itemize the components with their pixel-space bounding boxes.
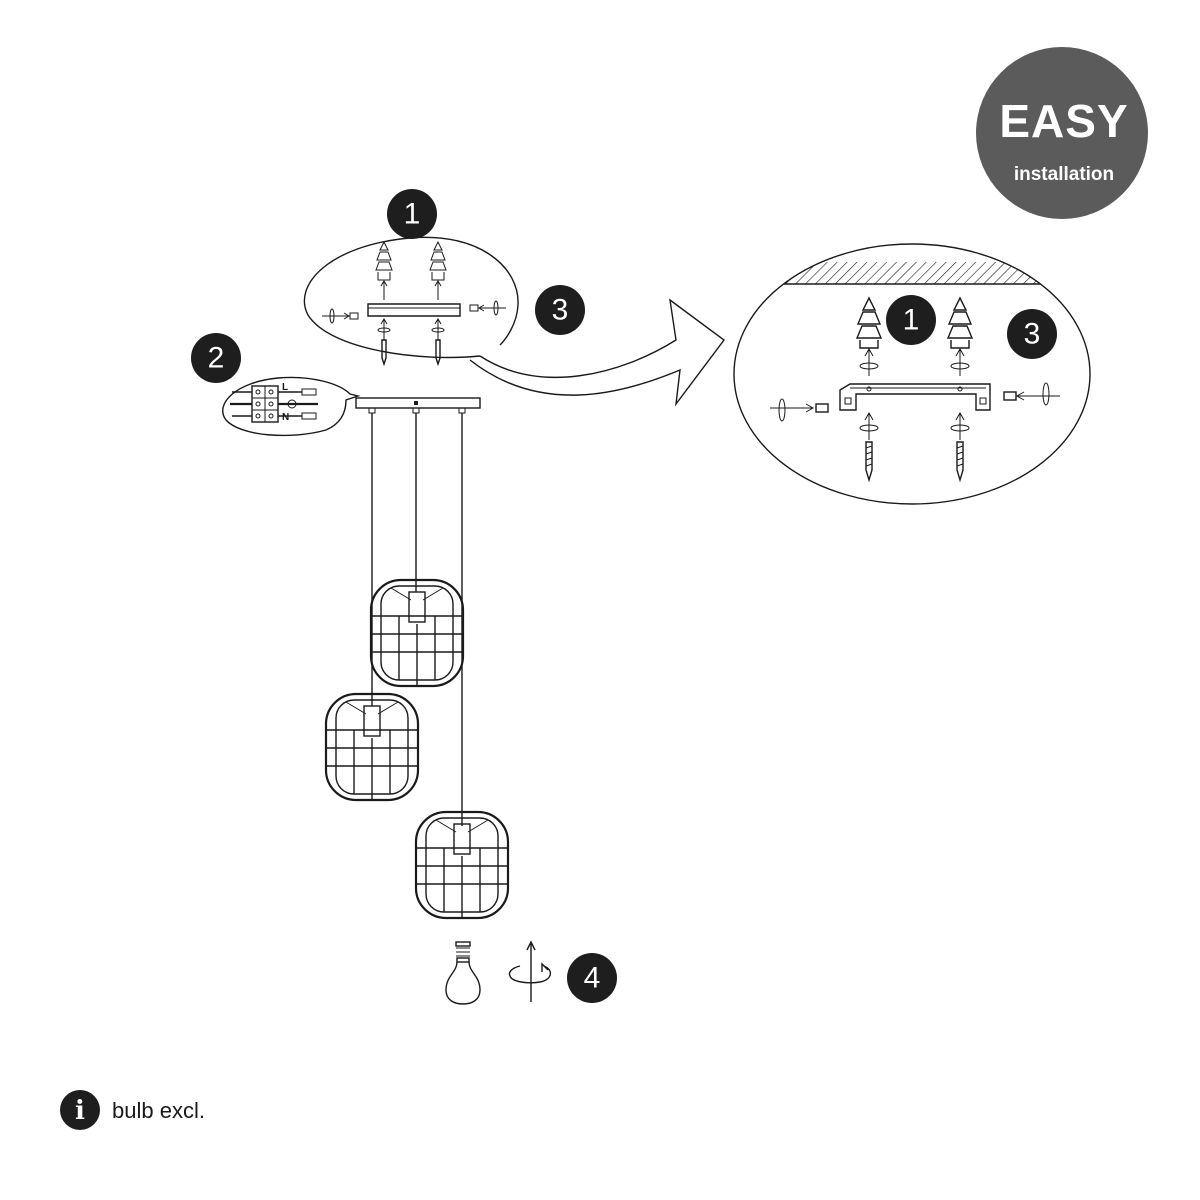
wire-label-live: L bbox=[282, 382, 288, 393]
side-screw-icon bbox=[1003, 382, 1060, 406]
easy-badge-circle bbox=[976, 47, 1148, 219]
easy-installation-badge: EASY installation bbox=[976, 47, 1148, 219]
svg-text:1: 1 bbox=[903, 304, 920, 337]
side-screw-icon bbox=[469, 300, 506, 316]
wall-plug-icon bbox=[855, 296, 883, 376]
cage-shade-left bbox=[324, 692, 420, 802]
cage-shade-top bbox=[369, 578, 465, 688]
screw-icon bbox=[859, 411, 879, 483]
info-note: i bulb excl. bbox=[60, 1090, 205, 1130]
wire-label-neutral: N bbox=[282, 412, 289, 423]
small-oval-outline bbox=[303, 236, 519, 359]
svg-text:i: i bbox=[75, 1096, 85, 1126]
screw-icon bbox=[377, 318, 391, 367]
wall-plug-icon bbox=[429, 240, 447, 300]
mounting-bracket-icon bbox=[839, 383, 991, 411]
side-screw-icon bbox=[770, 398, 829, 422]
mounting-detail-small bbox=[303, 236, 725, 407]
ceiling-hatch bbox=[734, 262, 1090, 284]
svg-text:4: 4 bbox=[584, 962, 601, 995]
large-oval-outline bbox=[733, 243, 1091, 505]
svg-text:1: 1 bbox=[404, 198, 421, 231]
ceiling-canopy bbox=[355, 397, 481, 414]
svg-text:2: 2 bbox=[208, 342, 225, 375]
info-icon bbox=[60, 1090, 100, 1130]
earth-icon bbox=[287, 399, 297, 409]
light-bulb-icon bbox=[445, 941, 481, 1005]
mounting-detail-large: 1 3 bbox=[733, 243, 1091, 505]
wiring-detail: L N bbox=[222, 376, 361, 437]
info-note-text: bulb excl. bbox=[112, 1098, 205, 1123]
rotate-arrow-icon bbox=[508, 940, 551, 1002]
screw-icon bbox=[950, 411, 970, 483]
easy-badge-title: EASY bbox=[999, 95, 1128, 147]
wiring-bubble-outline bbox=[222, 376, 361, 437]
step-3-badge: 3 bbox=[535, 285, 585, 335]
step-1-detail-badge: 1 bbox=[886, 295, 936, 345]
side-screw-icon bbox=[322, 308, 359, 324]
magnify-arrow bbox=[469, 298, 725, 407]
easy-badge-subtitle: installation bbox=[1014, 164, 1114, 185]
step-2-badge: 2 bbox=[191, 333, 241, 383]
svg-text:3: 3 bbox=[552, 294, 569, 327]
screw-icon bbox=[431, 318, 445, 367]
wall-plug-icon bbox=[375, 240, 393, 300]
step-4-badge: 4 bbox=[567, 953, 617, 1003]
step-3-detail-badge: 3 bbox=[1007, 309, 1057, 359]
step-1-badge: 1 bbox=[387, 189, 437, 239]
svg-text:3: 3 bbox=[1024, 318, 1041, 351]
mounting-bracket-icon bbox=[367, 303, 461, 317]
wall-plug-icon bbox=[946, 296, 974, 376]
cage-shade-bottom bbox=[414, 810, 510, 920]
